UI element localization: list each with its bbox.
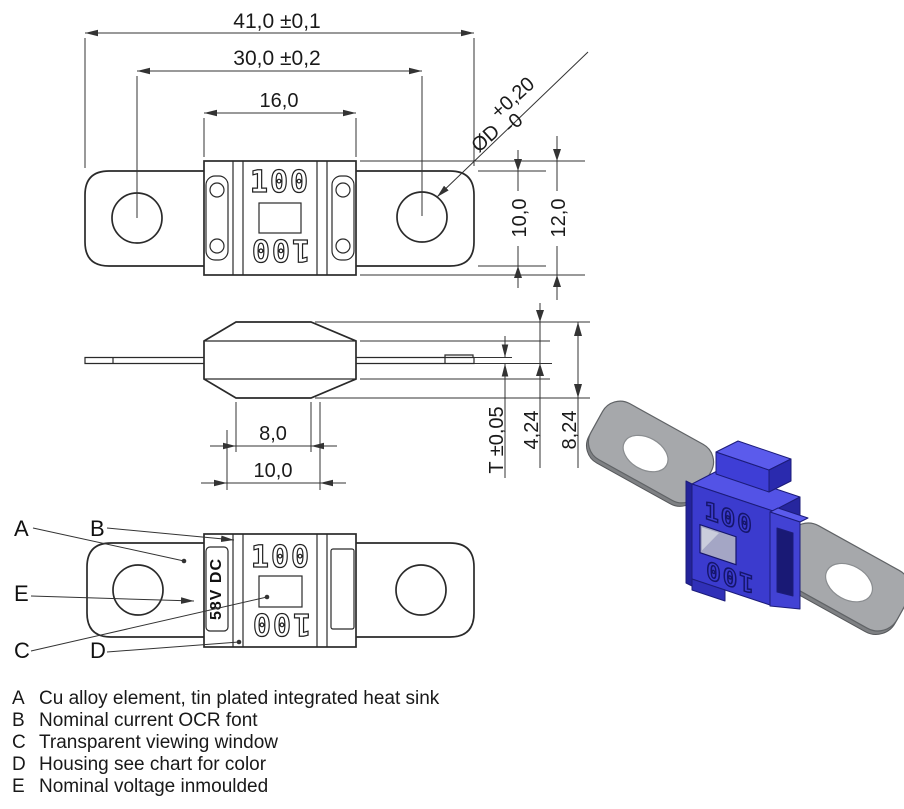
render-left-hole: [622, 434, 669, 473]
current-marking-inverted: 100: [251, 606, 311, 641]
legend-text: Cu alloy element, tin plated integrated …: [39, 688, 440, 709]
viewing-window: [258, 202, 302, 234]
dim-body-height: 12,0: [360, 136, 585, 300]
legend-key: B: [12, 710, 25, 731]
legend: A Cu alloy element, tin plated integrate…: [12, 688, 439, 798]
dim-text-foot-width: 8,0: [259, 423, 287, 445]
viewing-window: [258, 575, 303, 608]
legend-item-a: A Cu alloy element, tin plated integrate…: [12, 688, 439, 710]
dim-blade-thickness: T ±0,05: [486, 336, 509, 478]
dim-hole-spacing: 30,0 ±0,2: [136, 47, 423, 218]
side-view: 8,0 10,0 T ±0,05 4,24: [84, 303, 590, 490]
callout-c: C: [14, 638, 30, 663]
render-right-terminal: [772, 522, 904, 635]
bottom-view: 58V DC 100 100 A B E C D: [14, 516, 475, 663]
dim-text-body-height: 12,0: [548, 199, 570, 238]
dim-body-width: 16,0: [203, 90, 357, 157]
callout-a: A: [14, 516, 29, 541]
dim-text-body-width: 16,0: [260, 90, 299, 112]
legend-item-b: B Nominal current OCR font: [12, 710, 439, 732]
legend-text: Transparent viewing window: [39, 732, 279, 753]
legend-text: Housing see chart for color: [39, 754, 267, 775]
dim-text-terminal-height: 10,0: [509, 199, 531, 238]
current-marking: 100: [251, 540, 311, 575]
rivet-icon: [209, 238, 225, 254]
side-view-housing: [203, 321, 357, 399]
voltage-plate: [205, 546, 229, 632]
callout-d: D: [90, 638, 106, 663]
dim-base-width: 10,0: [201, 402, 346, 490]
callout-b: B: [90, 516, 105, 541]
dim-text-blade-offset: 4,24: [521, 411, 543, 450]
dim-blade-offset: 4,24: [521, 303, 544, 468]
legend-item-c: C Transparent viewing window: [12, 732, 439, 754]
blank-plate: [330, 548, 355, 630]
legend-text: Nominal voltage inmoulded: [39, 776, 269, 797]
render-3d: 100 100: [586, 400, 904, 635]
legend-key: A: [12, 688, 25, 709]
render-right-hole: [825, 562, 873, 603]
legend-key: D: [12, 754, 26, 775]
rivet-icon: [335, 238, 351, 254]
bottom-view-right-hole: [395, 564, 447, 616]
window-glint: [702, 527, 719, 551]
dim-text-base-width: 10,0: [254, 460, 293, 482]
legend-item-e: E Nominal voltage inmoulded: [12, 776, 439, 798]
top-view-housing: [203, 160, 357, 276]
legend-key: E: [12, 776, 25, 797]
bottom-view-left-hole: [112, 564, 164, 616]
legend-text: Nominal current OCR font: [39, 710, 258, 731]
dim-text-total-length: 41,0 ±0,1: [233, 10, 320, 33]
dim-text-blade-thickness: T ±0,05: [486, 406, 508, 473]
dim-total-height: 8,24: [559, 322, 582, 468]
voltage-marking: 58V DC: [208, 558, 225, 620]
current-marking: 100: [250, 165, 310, 200]
dim-terminal-height: 10,0: [478, 150, 546, 288]
callouts: A B E C D: [14, 516, 270, 663]
render-rail-slot: [776, 527, 794, 597]
dim-total-length: 41,0 ±0,1: [84, 10, 475, 168]
current-marking-inverted: 100: [250, 232, 310, 267]
leader-dot: [236, 639, 242, 645]
top-view-left-rivet-plate: [205, 175, 229, 261]
dim-text-total-height: 8,24: [559, 411, 581, 450]
dim-hole-diameter: ØD +0,20 -0: [436, 51, 589, 198]
dim-text-hole-spacing: 30,0 ±0,2: [233, 47, 320, 70]
rivet-icon: [209, 182, 225, 198]
side-view-right-blade: [356, 354, 475, 365]
render-left-terminal: [586, 400, 715, 507]
rivet-icon: [335, 182, 351, 198]
top-view: 100 100 41,0 ±0,1 30,0 ±0,2 16,0: [84, 10, 589, 300]
leader-dot: [264, 594, 270, 600]
callout-e: E: [14, 581, 29, 606]
legend-item-d: D Housing see chart for color: [12, 754, 439, 776]
leader-dot: [181, 558, 187, 564]
dim-foot-width: 8,0: [210, 402, 337, 452]
side-view-left-blade: [84, 356, 204, 365]
top-view-right-rivet-plate: [331, 175, 355, 261]
legend-key: C: [12, 732, 26, 753]
dim-text-hole-dia: ØD: [467, 121, 504, 157]
